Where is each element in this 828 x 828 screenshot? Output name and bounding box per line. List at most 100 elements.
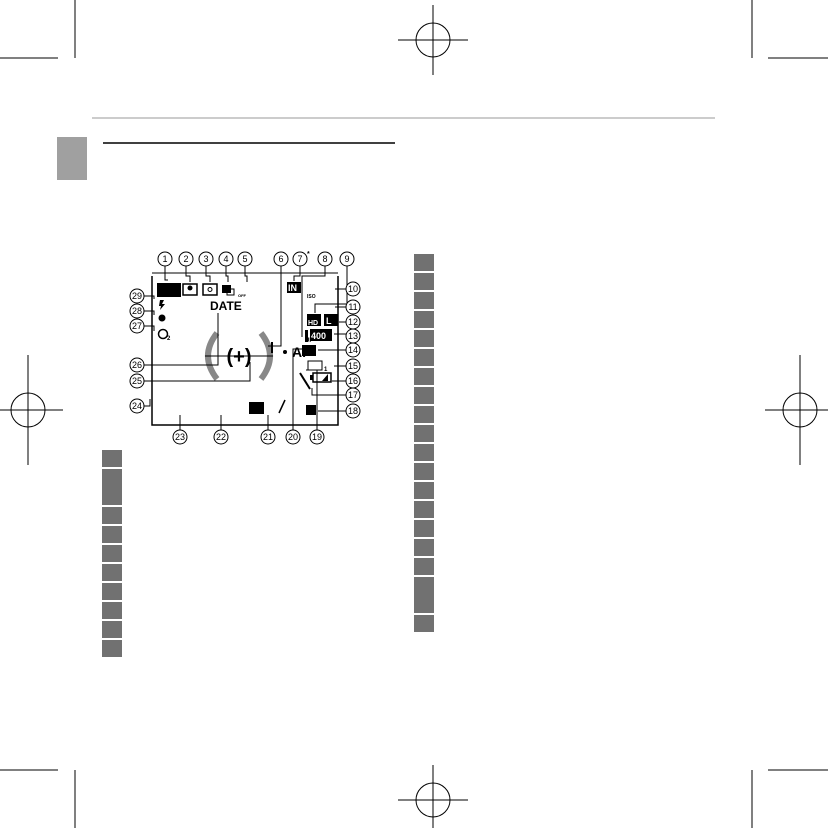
table-row-number-cell xyxy=(414,330,434,347)
svg-text:18: 18 xyxy=(348,406,358,416)
sensitivity-icon xyxy=(305,330,308,342)
table-row-number-cell xyxy=(102,621,122,638)
svg-text:16: 16 xyxy=(348,376,358,386)
table-row-number-cell xyxy=(102,469,122,505)
table-row-number-cell xyxy=(414,482,434,499)
callout-17: 17 xyxy=(345,387,361,403)
volume-icon xyxy=(306,405,316,415)
svg-text:6: 6 xyxy=(278,254,283,264)
quality-icon xyxy=(324,314,338,326)
exposure-compensation-icon xyxy=(249,402,264,414)
callout-25: 25 xyxy=(129,373,145,389)
callout-27: 27 xyxy=(129,318,145,334)
table-row-number-cell xyxy=(102,640,122,657)
svg-text:14: 14 xyxy=(348,345,358,355)
timer-label: 2 xyxy=(167,336,171,342)
svg-text:17: 17 xyxy=(348,390,358,400)
callout-3: 3 xyxy=(198,251,214,267)
face-detection-icon xyxy=(182,283,198,296)
table-row-number-cell xyxy=(102,602,122,619)
metering-icon xyxy=(202,283,218,296)
svg-text:28: 28 xyxy=(132,306,142,316)
callout-19: 19 xyxy=(309,429,325,445)
table-row-number-cell xyxy=(414,463,434,480)
up-label: UP xyxy=(305,338,313,344)
table-row-number-cell xyxy=(414,501,434,518)
callout-10: 10 xyxy=(345,281,361,297)
callout-28: 28 xyxy=(129,303,145,319)
table-row-number-cell xyxy=(414,425,434,442)
svg-text:23: 23 xyxy=(175,432,185,442)
callout-8: 8 xyxy=(317,251,333,267)
callout-2: 2 xyxy=(178,251,194,267)
svg-text:22: 22 xyxy=(216,432,226,442)
self-timer-icon xyxy=(157,328,169,340)
callout-1: 1 xyxy=(157,251,173,267)
svg-text:29: 29 xyxy=(132,291,142,301)
callout-5: 5 xyxy=(237,251,253,267)
table-row-number-cell xyxy=(414,615,434,632)
macro-icon xyxy=(158,314,166,322)
table-row-number-cell xyxy=(414,368,434,385)
svg-text:25: 25 xyxy=(132,376,142,386)
hd-icon xyxy=(307,314,321,326)
svg-text:4: 4 xyxy=(223,254,228,264)
svg-text:1: 1 xyxy=(162,254,167,264)
svg-text:10: 10 xyxy=(348,284,358,294)
svg-text:15: 15 xyxy=(348,361,358,371)
film-simulation-icon xyxy=(302,345,316,356)
table-row-number-cell xyxy=(414,577,434,613)
table-row-number-cell xyxy=(414,444,434,461)
callout-6: 6 xyxy=(273,251,289,267)
table-row-number-cell xyxy=(414,406,434,423)
callout-12: 12 xyxy=(345,314,361,330)
table-row-number-cell xyxy=(414,254,434,271)
callout-4: 4 xyxy=(218,251,234,267)
table-row-number-cell xyxy=(102,583,122,600)
callout-24: 24 xyxy=(129,398,145,414)
svg-text:11: 11 xyxy=(348,302,357,312)
svg-text:9: 9 xyxy=(344,254,349,264)
callout-13: 13 xyxy=(345,328,361,344)
callout-26: 26 xyxy=(129,357,145,373)
iso-value-label: 400 xyxy=(311,331,326,341)
callout-29: 29 xyxy=(129,288,145,304)
table-row-number-cell xyxy=(414,558,434,575)
continuous-label: 1 xyxy=(324,367,328,373)
callout-21: 21 xyxy=(260,429,276,445)
svg-text:12: 12 xyxy=(348,317,358,327)
shooting-mode-icon xyxy=(157,283,181,297)
svg-text:21: 21 xyxy=(263,432,273,442)
table-row-number-cell xyxy=(102,545,122,562)
table-row-number-cell xyxy=(102,526,122,543)
hd-label: HD xyxy=(308,320,318,327)
svg-text:20: 20 xyxy=(288,432,298,442)
svg-text:2: 2 xyxy=(183,254,188,264)
chapter-tab xyxy=(57,137,87,180)
footnote-mark: * xyxy=(307,251,310,258)
memory-label: IN xyxy=(288,283,297,293)
table-row-number-cell xyxy=(414,292,434,309)
callout-23: 23 xyxy=(172,429,188,445)
svg-text:3: 3 xyxy=(203,254,208,264)
svg-text:27: 27 xyxy=(132,321,142,331)
table-row-number-cell xyxy=(102,564,122,581)
svg-text:5: 5 xyxy=(242,254,247,264)
table-row-number-cell xyxy=(414,387,434,404)
date-label: DATE xyxy=(210,299,242,313)
callout-18: 18 xyxy=(345,403,361,419)
table-row-number-cell xyxy=(102,507,122,524)
flash-off-label: OFF xyxy=(238,293,247,298)
blur-warning-icon xyxy=(299,372,311,390)
callout-20: 20 xyxy=(285,429,301,445)
svg-text:19: 19 xyxy=(312,432,322,442)
callout-9: 9 xyxy=(339,251,355,267)
svg-text:26: 26 xyxy=(132,360,142,370)
internal-memory-icon xyxy=(287,282,301,293)
af-label: AF xyxy=(292,344,311,360)
callout-15: 15 xyxy=(345,358,361,374)
battery-icon xyxy=(312,372,332,383)
callout-14: 14 xyxy=(345,342,361,358)
